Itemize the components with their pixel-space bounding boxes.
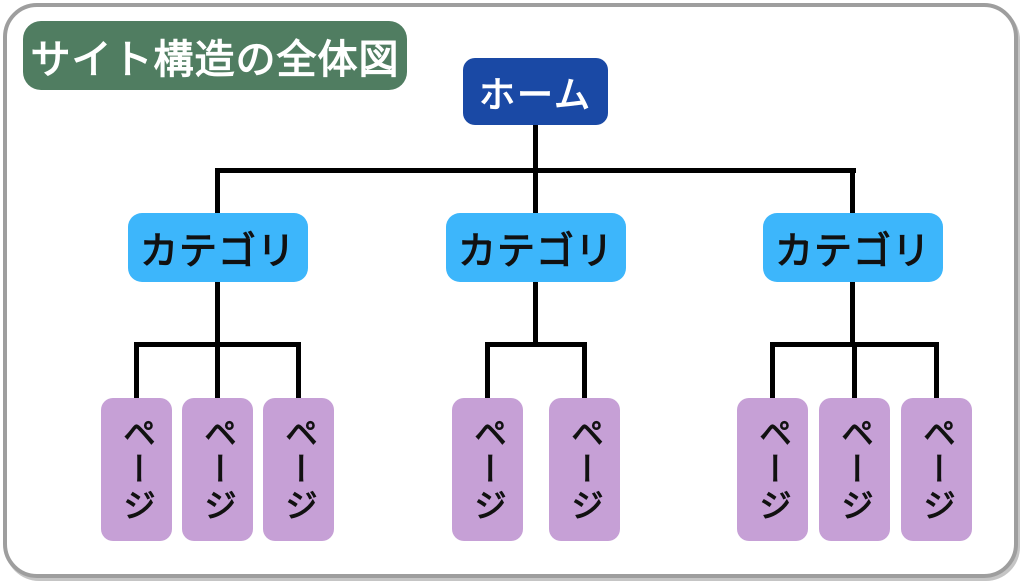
connector-line	[850, 168, 855, 214]
node-page-2-2: ページ	[549, 398, 620, 541]
node-page-1-3: ページ	[263, 398, 334, 541]
node-page-2-1: ページ	[452, 398, 523, 541]
node-page-3-1: ページ	[737, 398, 808, 541]
node-home: ホーム	[463, 58, 608, 125]
connector-line	[850, 282, 855, 345]
node-page-3-3: ページ	[901, 398, 972, 541]
node-page-1-2: ページ	[182, 398, 253, 541]
connector-line	[770, 342, 775, 399]
connector-line	[582, 342, 587, 399]
node-category-2: カテゴリ	[446, 213, 626, 282]
connector-line	[215, 168, 220, 214]
connector-line	[134, 342, 139, 399]
node-page-1-1: ページ	[101, 398, 172, 541]
connector-line	[852, 342, 857, 399]
connector-line	[485, 342, 490, 399]
connector-line	[296, 342, 301, 399]
node-category-1: カテゴリ	[128, 213, 308, 282]
connector-line	[215, 282, 220, 345]
connector-line	[533, 168, 538, 214]
diagram-title: サイト構造の全体図	[30, 37, 400, 82]
diagram-title-badge: サイト構造の全体図	[23, 21, 407, 90]
connector-line	[533, 282, 538, 345]
connector-line	[485, 342, 587, 347]
node-category-3: カテゴリ	[763, 213, 943, 282]
connector-line	[934, 342, 939, 399]
connector-line	[215, 342, 220, 399]
connector-line	[533, 125, 538, 173]
node-page-3-2: ページ	[819, 398, 890, 541]
